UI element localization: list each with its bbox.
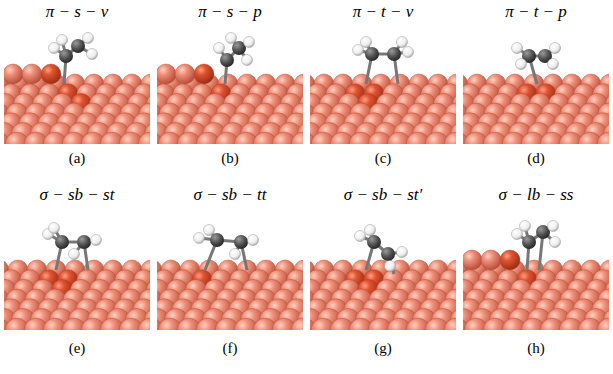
subfigure-letter: (f) <box>223 340 238 357</box>
step-atom <box>463 250 482 270</box>
step-atom <box>41 64 61 84</box>
adsorption-panel <box>4 33 150 145</box>
hydrogen-atom <box>397 247 408 258</box>
hydrogen-atom <box>520 221 531 232</box>
subfigure-letter: (c) <box>375 150 392 167</box>
hydrogen-atom <box>214 43 225 54</box>
carbon-atom <box>381 247 395 261</box>
carbon-atom <box>365 47 379 61</box>
hydrogen-atom <box>403 47 414 58</box>
hydrogen-atom <box>512 43 523 54</box>
adsorption-panel <box>157 225 303 331</box>
hydrogen-atom <box>361 37 372 48</box>
hydrogen-atom <box>69 249 80 260</box>
hydrogen-atom <box>355 231 366 242</box>
copper-atom <box>291 132 303 144</box>
carbon-atom <box>71 39 85 53</box>
carbon-atom <box>59 49 73 63</box>
subfigure-letter: (g) <box>374 340 392 357</box>
carbon-atom <box>387 47 401 61</box>
hydrogen-atom <box>242 55 253 66</box>
adsorption-panel <box>157 33 303 145</box>
subfigure-letter: (e) <box>69 340 86 357</box>
adsorption-panel <box>310 225 456 331</box>
configuration-label: π − t − v <box>353 3 414 22</box>
hydrogen-atom <box>550 237 561 248</box>
step-atom <box>481 250 501 270</box>
configuration-label: π − t − p <box>505 3 567 22</box>
carbon-atom <box>77 235 91 249</box>
hydrogen-atom <box>226 33 237 44</box>
hydrogen-atom <box>91 235 102 246</box>
copper-atom <box>291 318 303 330</box>
hydrogen-atom <box>365 225 376 236</box>
hydrogen-atom <box>548 221 559 232</box>
hydrogen-atom <box>385 261 396 272</box>
configuration-label: σ − sb − tt <box>194 186 267 205</box>
hydrogen-atom <box>248 235 259 246</box>
hydrogen-atom <box>194 233 205 244</box>
hydrogen-atom <box>548 59 559 70</box>
hydrogen-atom <box>57 35 68 46</box>
adsorption-panel <box>463 43 609 145</box>
carbon-atom <box>234 235 248 249</box>
hydrogen-atom <box>83 33 94 44</box>
subfigure-letter: (a) <box>69 150 86 167</box>
subfigure-letter: (h) <box>527 340 545 357</box>
subfigure-letter: (d) <box>527 150 545 167</box>
configuration-label: σ − sb − st′ <box>344 186 423 205</box>
configuration-label: π − s − p <box>198 3 262 22</box>
adsorption-panel <box>310 37 456 145</box>
carbon-atom <box>367 235 381 249</box>
hydrogen-atom <box>49 223 60 234</box>
carbon-atom <box>220 53 234 67</box>
step-atom <box>500 250 520 270</box>
hydrogen-atom <box>512 229 523 240</box>
subfigure-letter: (b) <box>221 150 239 167</box>
copper-atom <box>597 132 609 144</box>
configuration-label: σ − sb − st <box>40 186 115 205</box>
copper-atom <box>444 318 456 330</box>
configuration-label: π − s − v <box>46 3 109 22</box>
adsorption-panel <box>463 221 609 331</box>
hydrogen-atom <box>87 49 98 60</box>
hydrogen-atom <box>230 249 241 260</box>
hydrogen-atom <box>49 43 60 54</box>
step-atom <box>175 64 195 84</box>
copper-atom <box>444 132 456 144</box>
hydrogen-atom <box>397 37 408 48</box>
carbon-atom <box>55 235 69 249</box>
step-atom <box>4 64 23 84</box>
carbon-atom <box>522 235 536 249</box>
copper-atom <box>138 318 150 330</box>
step-atom <box>22 64 42 84</box>
adsorption-panel <box>4 223 150 331</box>
carbon-atom <box>210 233 224 247</box>
configuration-label: σ − lb − ss <box>499 186 574 205</box>
hydrogen-atom <box>353 45 364 56</box>
hydrogen-atom <box>244 37 255 48</box>
hydrogen-atom <box>550 43 561 54</box>
step-atom <box>157 64 176 84</box>
step-atom <box>194 64 214 84</box>
hydrogen-atom <box>516 59 527 70</box>
copper-atom <box>597 318 609 330</box>
hydrogen-atom <box>204 225 215 236</box>
copper-atom <box>138 132 150 144</box>
